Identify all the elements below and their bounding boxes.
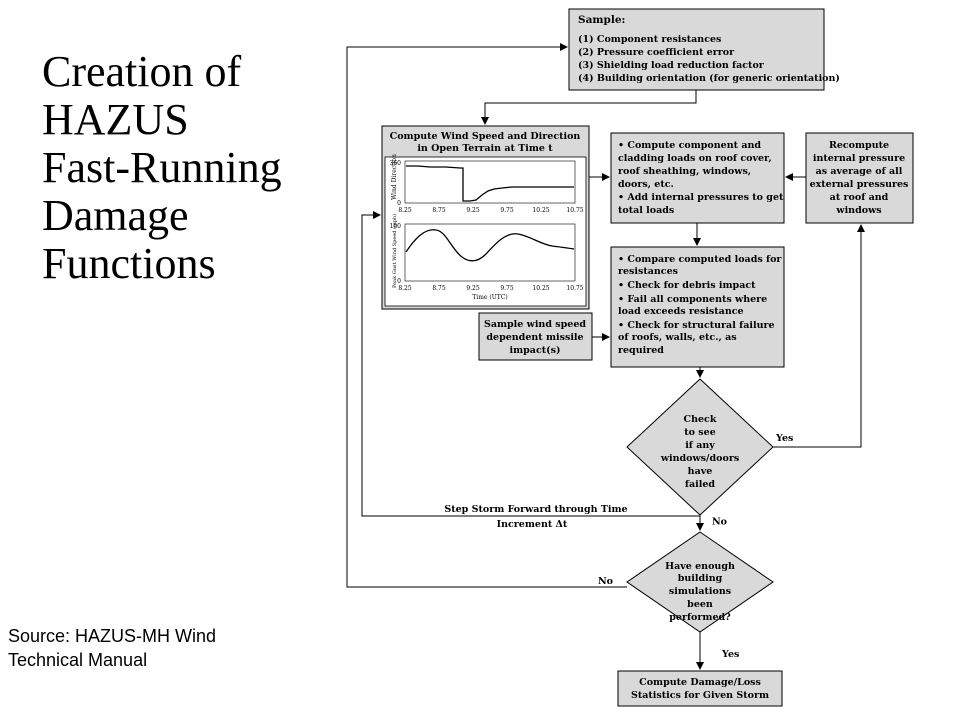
arrow-sim-no-to-sample	[346, 43, 627, 588]
simulations-line-2: building	[678, 573, 723, 584]
wind-speed-series	[405, 229, 575, 262]
wind-speed-ymax: 100	[390, 223, 402, 230]
wind-speed-xtick: 8.25	[398, 285, 412, 292]
wind-speed-xticks: 8.25 8.75 9.25 9.75 10.25 10.75	[398, 285, 583, 292]
compute-loads-line-6: total loads	[618, 205, 674, 216]
wind-speed-chart: 100 0 Peak Gust Wind Speed (mph) 8.25 8.…	[390, 214, 584, 301]
wind-direction-ymin: 0	[397, 200, 401, 207]
compare-line-7: of roofs, walls, etc., as	[618, 332, 737, 343]
wind-direction-series	[406, 165, 574, 202]
compute-loads-line-1: • Compute component and	[618, 140, 761, 151]
missile-box: Sample wind speed dependent missile impa…	[478, 312, 593, 361]
compute-wind-line-1: Compute Wind Speed and Direction	[390, 131, 581, 142]
simulations-line-1: Have enough	[665, 561, 735, 572]
title-line-2: HAZUS	[42, 95, 189, 144]
check-diamond: Check to see if any windows/doors have f…	[626, 378, 774, 516]
recompute-line-1: Recompute	[829, 140, 889, 151]
wind-speed-xlabel: Time (UTC)	[472, 294, 507, 301]
compare-line-4: • Fail all components where	[618, 294, 767, 305]
wind-direction-chart: 360 0 Wind Direction 8.25 8.75 9.25 9.75…	[390, 154, 584, 214]
connectors	[346, 43, 865, 670]
final-line-1: Compute Damage/Loss	[639, 677, 761, 688]
wind-direction-xtick: 9.75	[500, 207, 514, 214]
arrow-step-loop-to-wind	[361, 211, 700, 517]
sample-item-2: (2) Pressure coefficient error	[578, 47, 735, 58]
wind-speed-xtick: 9.75	[500, 285, 514, 292]
label-no-sim: No	[598, 576, 613, 587]
wind-speed-xtick: 10.75	[566, 285, 583, 292]
compute-loads-line-2: cladding loads on roof cover,	[618, 153, 772, 164]
wind-direction-xtick: 9.25	[466, 207, 480, 214]
wind-speed-ylabel: Peak Gust Wind Speed (mph)	[391, 214, 398, 288]
simulations-line-3: simulations	[669, 586, 731, 597]
simulations-line-4: been	[687, 599, 713, 610]
wind-speed-ymin: 0	[397, 278, 401, 285]
final-box: Compute Damage/Loss Statistics for Given…	[617, 670, 783, 707]
slide-title: Creation of HAZUS Fast-Running Damage Fu…	[42, 48, 342, 288]
title-line-4: Damage	[42, 191, 189, 240]
label-yes-sim: Yes	[721, 649, 739, 660]
sample-item-1: (1) Component resistances	[578, 34, 721, 45]
label-step-line-1: Step Storm Forward through Time	[444, 504, 627, 515]
check-line-3: if any	[685, 440, 715, 451]
title-line-5: Functions	[42, 239, 216, 288]
label-yes-check: Yes	[775, 433, 793, 444]
compare-line-3: • Check for debris impact	[618, 280, 756, 291]
check-line-6: failed	[685, 479, 716, 490]
compute-wind-line-2: in Open Terrain at Time t	[417, 143, 553, 154]
recompute-line-4: external pressures	[810, 179, 909, 190]
compare-line-8: required	[618, 345, 664, 356]
compare-line-1: • Compare computed loads for	[618, 254, 782, 265]
missile-line-3: impact(s)	[510, 345, 561, 356]
simulations-line-5: performed?	[669, 612, 731, 623]
recompute-box: Recompute internal pressure as average o…	[805, 132, 914, 224]
wind-speed-xtick: 8.75	[432, 285, 446, 292]
wind-direction-xtick: 8.75	[432, 207, 446, 214]
compare-line-2: resistances	[618, 266, 678, 277]
wind-direction-xtick: 10.25	[532, 207, 549, 214]
missile-line-1: Sample wind speed	[484, 319, 586, 330]
missile-line-2: dependent missile	[486, 332, 583, 343]
compare-line-6: • Check for structural failure	[618, 320, 775, 331]
check-line-4: windows/doors	[660, 453, 739, 464]
arrow-check-yes-to-recompute	[773, 224, 865, 448]
wind-direction-xtick: 10.75	[566, 207, 583, 214]
check-line-2: to see	[684, 427, 715, 438]
check-line-1: Check	[684, 414, 717, 425]
compute-loads-line-3: roof sheathing, windows,	[618, 166, 751, 177]
recompute-line-5: at roof and	[830, 192, 889, 203]
wind-direction-ylabel: Wind Direction	[391, 154, 398, 200]
compare-box: • Compare computed loads for resistances…	[610, 246, 785, 368]
source-line-2: Technical Manual	[8, 650, 148, 670]
source-caption: Source: HAZUS-MH Wind Technical Manual	[8, 624, 308, 672]
final-line-2: Statistics for Given Storm	[631, 690, 769, 701]
recompute-line-2: internal pressure	[813, 153, 905, 164]
simulations-diamond: Have enough building simulations been pe…	[626, 531, 774, 633]
compute-wind-box: Compute Wind Speed and Direction in Open…	[381, 125, 590, 310]
sample-item-4: (4) Building orientation (for generic or…	[578, 73, 840, 84]
recompute-line-3: as average of all	[816, 166, 903, 177]
wind-speed-xtick: 9.25	[466, 285, 480, 292]
arrow-sample-to-wind	[481, 90, 697, 125]
compute-loads-line-5: • Add internal pressures to get	[618, 192, 784, 203]
compute-loads-line-4: doors, etc.	[618, 179, 674, 190]
label-no-check: No	[712, 516, 727, 527]
title-line-3: Fast-Running	[42, 143, 282, 192]
label-step-line-2: Increment Δt	[497, 519, 568, 530]
wind-speed-xtick: 10.25	[532, 285, 549, 292]
title-line-1: Creation of	[42, 47, 242, 96]
wind-direction-xtick: 8.25	[398, 207, 412, 214]
sample-box: Sample: (1) Component resistances (2) Pr…	[568, 8, 840, 91]
compare-line-5: load exceeds resistance	[618, 306, 744, 317]
sample-heading: Sample:	[578, 14, 625, 26]
wind-direction-ymax: 360	[390, 160, 402, 167]
recompute-line-6: windows	[835, 205, 881, 216]
source-line-1: Source: HAZUS-MH Wind	[8, 626, 217, 646]
compute-loads-box: • Compute component and cladding loads o…	[610, 132, 785, 224]
wind-direction-xticks: 8.25 8.75 9.25 9.75 10.25 10.75	[398, 207, 583, 214]
check-line-5: have	[688, 466, 713, 477]
sample-item-3: (3) Shielding load reduction factor	[578, 60, 765, 71]
